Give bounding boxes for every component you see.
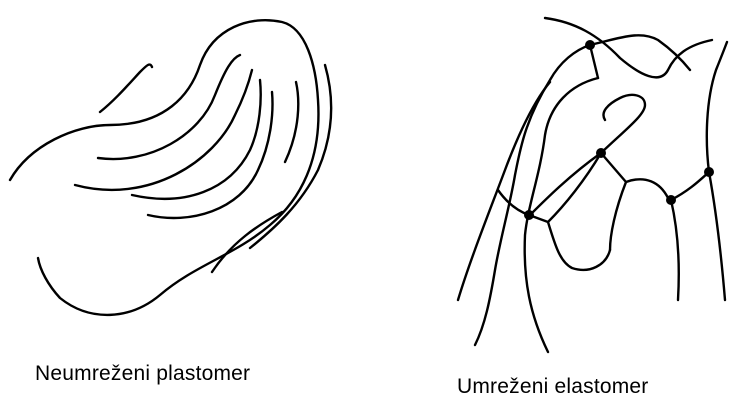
polymer-chain xyxy=(590,45,598,78)
crosslink-point xyxy=(524,210,534,220)
polymer-chain xyxy=(610,182,626,250)
polymer-chain xyxy=(458,82,550,300)
crosslink-point xyxy=(596,148,606,158)
polymer-chain xyxy=(590,35,690,70)
crosslink-point xyxy=(666,195,676,205)
polymer-chain xyxy=(671,200,679,300)
polymer-chain xyxy=(525,78,598,352)
plastomer-caption: Neumreženi plastomer xyxy=(35,362,250,386)
polymer-chain xyxy=(132,80,261,199)
elastomer-network xyxy=(458,18,727,352)
polymer-chain xyxy=(626,179,668,198)
polymer-chain xyxy=(548,222,610,270)
plastomer-chains xyxy=(10,20,331,315)
elastomer-caption: Umreženi elastomer xyxy=(457,375,649,399)
polymer-chain xyxy=(709,172,725,300)
crosslink-point xyxy=(704,167,714,177)
crosslink-point xyxy=(585,40,595,50)
polymer-chain xyxy=(10,20,318,315)
polymer-chain xyxy=(285,82,298,162)
polymer-chain xyxy=(75,70,252,190)
polymer-chain xyxy=(601,153,626,182)
polymer-chain xyxy=(545,18,712,77)
polymer-chain xyxy=(498,190,529,215)
polymer-chain xyxy=(250,65,331,248)
polymer-chain xyxy=(601,95,645,153)
polymer-chain xyxy=(671,172,709,200)
polymer-chain xyxy=(548,153,601,222)
polymer-chain xyxy=(707,42,727,172)
polymer-chain xyxy=(100,65,152,112)
